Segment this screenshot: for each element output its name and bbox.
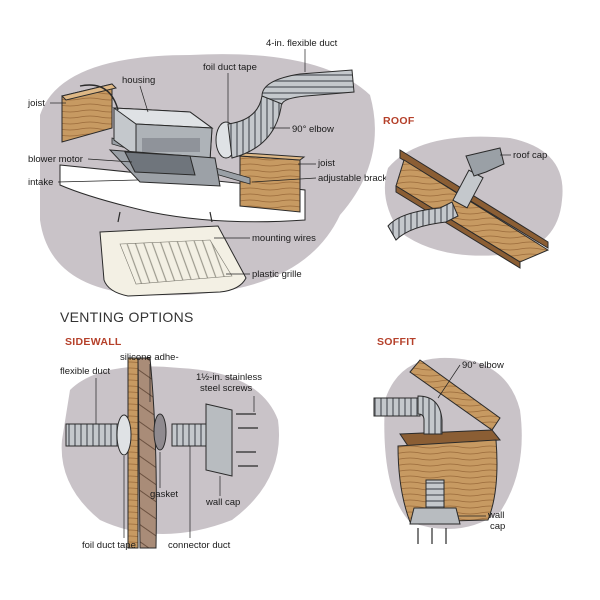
label-sidewall-flexible-duct: flexible duct <box>60 366 111 377</box>
flexible-duct <box>261 69 355 105</box>
mounting-wire-left <box>117 211 121 223</box>
sidewall-siding <box>137 357 157 549</box>
main-fan-diagram: 4-in. flexible duct housing foil duct ta… <box>27 38 395 297</box>
label-plastic-grille: plastic grille <box>252 269 302 280</box>
label-soffit-wall-cap-line1: wall <box>487 510 504 521</box>
roof-cap <box>452 147 505 209</box>
label-blower-motor: blower motor <box>28 154 83 165</box>
sidewall-foil-tape <box>116 414 132 456</box>
label-soffit-elbow: 90° elbow <box>462 360 504 371</box>
label-silicone: silicone adhe- <box>120 352 179 363</box>
label-intake: intake <box>28 177 53 188</box>
label-screws-line2: steel screws <box>200 383 253 394</box>
sidewall-stud <box>127 357 139 549</box>
roof-title: ROOF <box>383 115 415 127</box>
sidewall-diagram: SIDEWALL flexible duct silicone adhe- 1½… <box>60 336 280 551</box>
fan-housing <box>112 107 214 161</box>
label-mounting-wires: mounting wires <box>252 233 316 244</box>
soffit-rafter <box>409 359 501 431</box>
label-sidewall-foil-tape: foil duct tape <box>82 540 136 551</box>
soffit-wall-cap <box>409 507 461 525</box>
roof-deck <box>395 149 550 269</box>
soffit-elbow <box>417 395 443 435</box>
power-cable <box>79 84 119 111</box>
label-connector-duct: connector duct <box>168 540 231 551</box>
label-joist-right: joist <box>317 158 335 169</box>
label-soffit-wall-cap-line2: cap <box>490 521 505 532</box>
plastic-grille <box>99 225 247 297</box>
label-flexible-duct: 4-in. flexible duct <box>266 38 338 49</box>
label-adjustable-bracket: adjustable bracket <box>318 173 395 184</box>
soffit-connector <box>425 479 445 511</box>
soffit-diagram: SOFFIT 90° elbow wall cap <box>373 336 522 544</box>
label-wall-cap: wall cap <box>205 497 240 508</box>
label-roof-cap: roof cap <box>513 150 547 161</box>
ceiling-drywall <box>59 164 306 223</box>
stainless-screws <box>236 413 258 467</box>
sidewall-gasket <box>153 413 167 451</box>
soffit-screws <box>417 528 447 544</box>
sidewall-title: SIDEWALL <box>65 336 122 348</box>
soffit-fascia <box>397 439 498 523</box>
label-screws-line1: 1½-in. stainless <box>196 372 262 383</box>
soffit-title: SOFFIT <box>377 336 416 348</box>
roof-diagram: ROOF roof cap <box>383 115 563 269</box>
sidewall-flexible-duct <box>65 423 125 447</box>
label-housing: housing <box>122 75 155 86</box>
label-gasket: gasket <box>150 489 178 500</box>
label-foil-tape: foil duct tape <box>203 62 257 73</box>
label-elbow: 90° elbow <box>292 124 334 135</box>
soffit-flexible-duct <box>373 397 421 417</box>
sidewall-connector-duct <box>171 423 209 447</box>
sidewall-wall-cap <box>205 403 233 477</box>
blower-motor <box>124 151 196 176</box>
venting-options-heading: VENTING OPTIONS <box>60 309 194 325</box>
mounting-wire-right <box>209 211 213 223</box>
label-joist-left: joist <box>27 98 45 109</box>
roof-flexible-duct <box>387 201 459 241</box>
